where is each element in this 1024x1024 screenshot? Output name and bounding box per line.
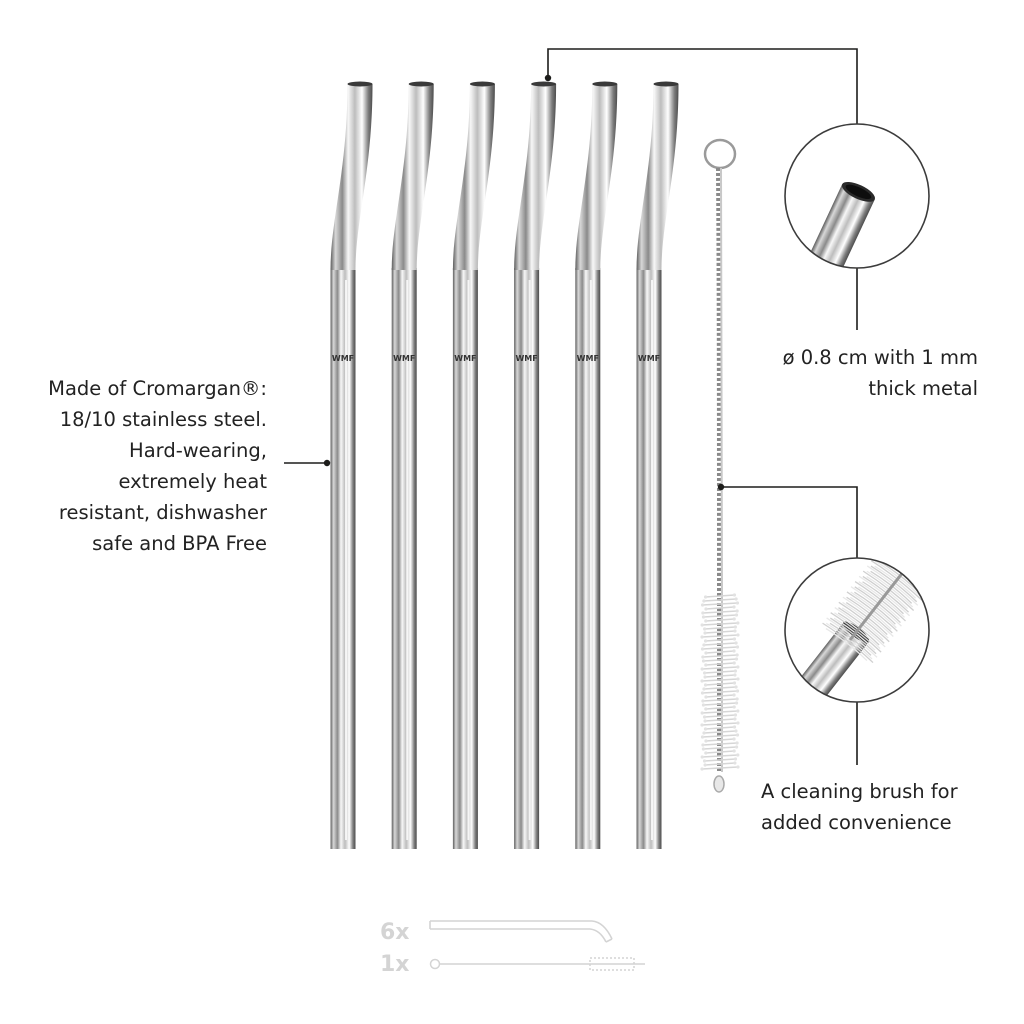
straw: WMF bbox=[330, 81, 373, 849]
cleaning-brush bbox=[700, 138, 740, 793]
callout-line: thick metal bbox=[868, 377, 978, 400]
callout-line: added convenience bbox=[761, 811, 952, 834]
straw: WMF bbox=[514, 81, 557, 849]
straw-logo: WMF bbox=[332, 354, 354, 363]
leader-dot bbox=[717, 483, 725, 491]
straw-group: WMF WMF WMF WMF WMF WMF bbox=[330, 81, 679, 849]
straw-logo: WMF bbox=[577, 354, 599, 363]
brush-tip bbox=[713, 775, 725, 793]
diameter-callout: ø 0.8 cm with 1 mm thick metal bbox=[783, 342, 978, 404]
straw: WMF bbox=[575, 81, 618, 849]
contents-straw-icon bbox=[429, 920, 613, 943]
leader-dot bbox=[544, 74, 552, 82]
callout-line: ø 0.8 cm with 1 mm bbox=[782, 346, 978, 369]
leader-dot bbox=[323, 459, 331, 467]
straw: WMF bbox=[391, 81, 434, 849]
callout-line: A cleaning brush for bbox=[761, 780, 958, 803]
brush-detail bbox=[784, 557, 930, 703]
straw-logo: WMF bbox=[393, 354, 415, 363]
straw: WMF bbox=[636, 81, 679, 849]
callout-line: Hard-wearing, bbox=[129, 439, 267, 462]
straw: WMF bbox=[452, 81, 495, 849]
callout-line: 18/10 stainless steel. bbox=[59, 408, 267, 431]
contents-brush-icon bbox=[429, 957, 645, 971]
brush-bristles bbox=[700, 593, 740, 771]
leader-line-brush bbox=[721, 486, 858, 765]
callout-line: Made of Cromargan®: bbox=[48, 377, 267, 400]
straw-logo: WMF bbox=[638, 354, 660, 363]
brush-callout: A cleaning brush for added convenience bbox=[761, 776, 958, 838]
straw-opening-detail bbox=[784, 123, 930, 269]
straw-logo: WMF bbox=[515, 354, 537, 363]
callout-line: safe and BPA Free bbox=[92, 532, 267, 555]
brush-wire bbox=[716, 167, 721, 772]
straw-quantity: 6x bbox=[380, 920, 410, 945]
brush-loop bbox=[703, 138, 737, 170]
leader-line-diameter bbox=[547, 48, 858, 330]
straw-logo: WMF bbox=[454, 354, 476, 363]
brush-quantity: 1x bbox=[380, 952, 410, 977]
material-callout: Made of Cromargan®: 18/10 stainless stee… bbox=[48, 373, 267, 559]
callout-line: resistant, dishwasher bbox=[58, 501, 267, 524]
callout-line: extremely heat bbox=[118, 470, 267, 493]
